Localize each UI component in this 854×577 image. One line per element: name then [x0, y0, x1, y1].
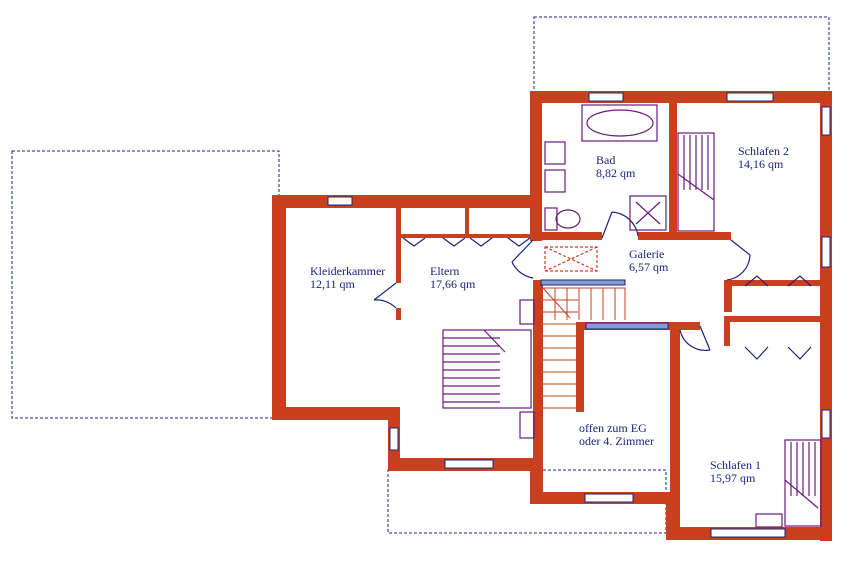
wall [396, 208, 401, 283]
wall [396, 308, 401, 320]
room-area-galerie: 6,57 qm [629, 260, 669, 274]
room-name-eltern: Eltern [430, 264, 459, 278]
shower-cross [635, 201, 661, 225]
room-labels: Kleiderkammer 12,11 qm Eltern 17,66 qm B… [310, 144, 789, 485]
wall [465, 208, 469, 238]
window [540, 279, 626, 286]
window [710, 528, 786, 538]
wall [530, 458, 543, 502]
room-name-kleiderkammer: Kleiderkammer [310, 264, 385, 278]
window [584, 493, 634, 503]
wall [272, 195, 286, 420]
bed-lines [443, 329, 506, 403]
terrace-outline-bottom [387, 469, 667, 534]
window [821, 106, 831, 136]
door-kleiderkammer [373, 282, 397, 309]
room-name-galerie: Galerie [629, 247, 664, 261]
door-bad [601, 211, 639, 239]
door-eltern [511, 239, 534, 279]
desk [755, 513, 783, 528]
wall [724, 280, 732, 312]
toilet [544, 207, 558, 231]
room-name-schlafen2: Schlafen 2 [738, 144, 789, 158]
room-name-offen-line1: offen zum EG [579, 421, 647, 435]
roof-outline-left [11, 150, 280, 419]
wall [272, 407, 400, 420]
room-name-schlafen1: Schlafen 1 [710, 458, 761, 472]
wall [724, 280, 824, 286]
skylight-cross [544, 246, 598, 272]
closet-door [744, 275, 812, 287]
room-area-kleiderkammer: 12,11 qm [310, 277, 356, 291]
door-schlafen1 [679, 325, 711, 352]
wall [724, 316, 824, 322]
bed [442, 329, 532, 409]
wall [533, 280, 543, 502]
windows [327, 92, 831, 538]
toilet-bowl [555, 209, 581, 229]
wall [680, 322, 700, 330]
doors [373, 211, 812, 360]
window [726, 92, 774, 102]
wall [669, 232, 731, 240]
nightstand [519, 411, 535, 439]
shower [629, 195, 667, 231]
wall [542, 232, 602, 240]
staircase [542, 287, 626, 409]
wall [669, 103, 677, 233]
door-schlafen2 [726, 239, 751, 281]
window [444, 459, 494, 469]
roof-outline-top [533, 16, 830, 94]
wall [530, 91, 542, 241]
bed [677, 132, 715, 232]
room-area-bad: 8,82 qm [596, 166, 636, 180]
room-area-eltern: 17,66 qm [430, 277, 476, 291]
bed [784, 439, 822, 527]
wall [724, 316, 730, 346]
window [588, 92, 624, 102]
closet-door [402, 237, 531, 247]
closet-door [744, 346, 812, 360]
bathtub [581, 104, 658, 142]
sink [544, 141, 566, 165]
wall [638, 232, 678, 240]
skylight [544, 246, 598, 272]
window [389, 427, 399, 451]
room-name-bad: Bad [596, 153, 615, 167]
window [821, 409, 831, 439]
window [327, 196, 353, 206]
wall [576, 322, 584, 412]
nightstand [519, 299, 535, 325]
room-area-schlafen1: 15,97 qm [710, 471, 756, 485]
bathtub-basin [586, 109, 654, 137]
room-name-offen-line2: oder 4. Zimmer [579, 434, 654, 448]
room-area-schlafen2: 14,16 qm [738, 157, 784, 171]
bed-lines [784, 442, 819, 509]
furniture [442, 104, 822, 528]
window [585, 322, 669, 330]
wall [530, 91, 832, 103]
stair-treads [542, 287, 626, 409]
wall [670, 322, 680, 537]
window [821, 236, 831, 268]
sink [544, 169, 566, 193]
bed-lines [677, 135, 715, 201]
wall [272, 195, 540, 208]
